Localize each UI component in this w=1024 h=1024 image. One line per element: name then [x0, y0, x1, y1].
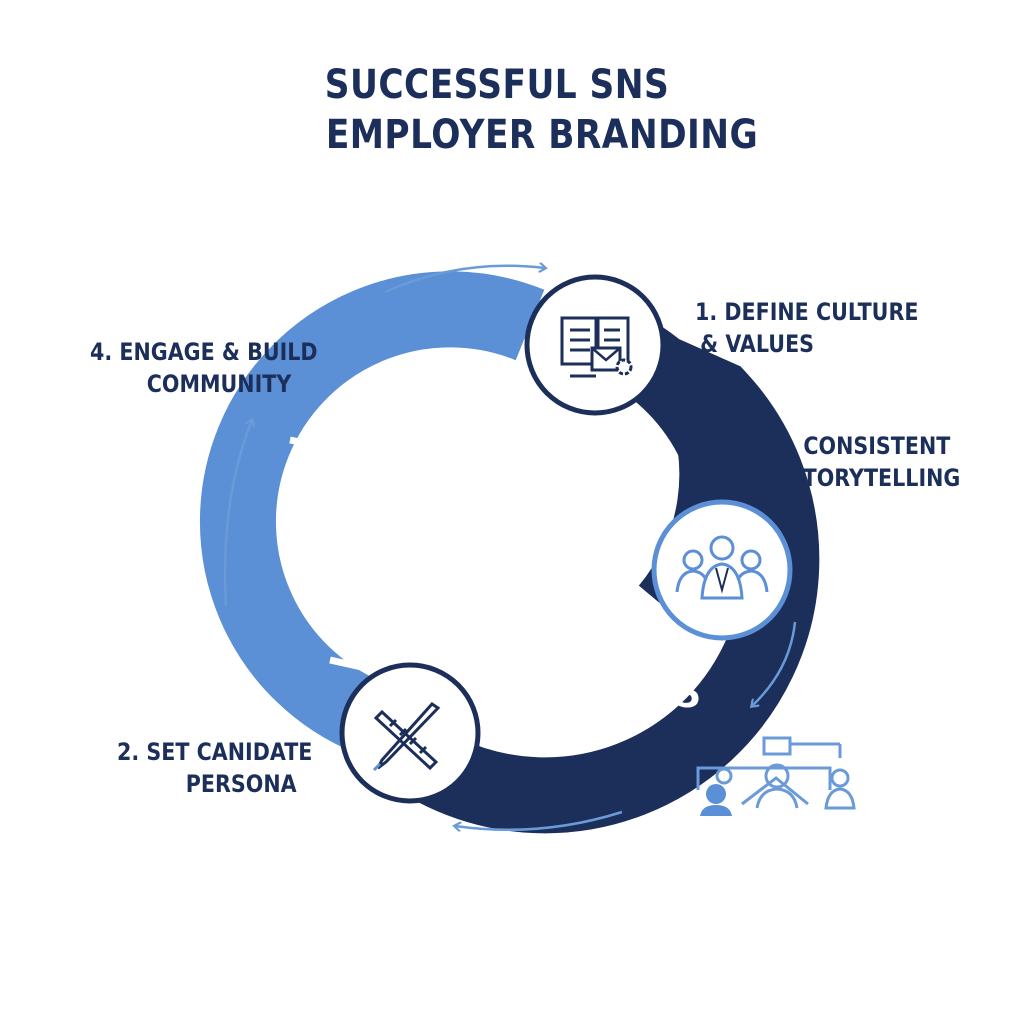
step-4-label: 4. ENGAGE & BUILD COMMUNITY [90, 336, 318, 400]
ring-segment-light [199, 271, 545, 754]
ring-number-dark: 25 [651, 675, 701, 716]
flow-arrow-right [752, 621, 797, 706]
pen-ruler-icon [372, 702, 441, 772]
diagram-title: SUCCESSFUL SNS EMPLOYER BRANDING [0, 60, 1024, 160]
title-line-2: EMPLOYER BRANDING [325, 112, 759, 158]
gear-icon [615, 358, 633, 376]
step-4-label-line-1: 4. ENGAGE & BUILD [90, 338, 318, 366]
step-2-icon-circle [339, 662, 481, 804]
step-1-icon-circle [524, 274, 666, 416]
flow-arrow-top [384, 266, 545, 294]
ring-separator [638, 626, 722, 654]
step-3-label: 3. CONSISTENT STORYTELLING [774, 430, 960, 494]
flow-arrow-bottom [455, 810, 623, 830]
step-1-label-line-1: 1. DEFINE CULTURE [695, 298, 919, 326]
step-3-label-line-1: 3. CONSISTENT [774, 432, 951, 460]
envelope-flap [591, 347, 621, 362]
ring-number-light: 4 [321, 412, 349, 458]
flow-arrow-left [223, 420, 252, 607]
ring-separator [289, 436, 354, 487]
step-1-label-line-2: & VALUES [700, 330, 815, 358]
people-group-icon [675, 535, 769, 600]
community-network-icon [696, 736, 856, 816]
title-line-1: SUCCESSFUL SNS [324, 62, 670, 108]
step-2-label-line-1: 2. SET CANIDATE [117, 738, 313, 766]
step-1-label: 1. DEFINE CULTURE & VALUES [695, 296, 918, 360]
step-3-label-line-2: STORYTELLING [787, 464, 961, 492]
step-2-label-line-2: PERSONA [185, 770, 297, 798]
step-3-icon-circle [651, 499, 793, 641]
step-4-label-line-2: COMMUNITY [146, 370, 292, 398]
step-2-label: 2. SET CANIDATE PERSONA [117, 736, 312, 800]
